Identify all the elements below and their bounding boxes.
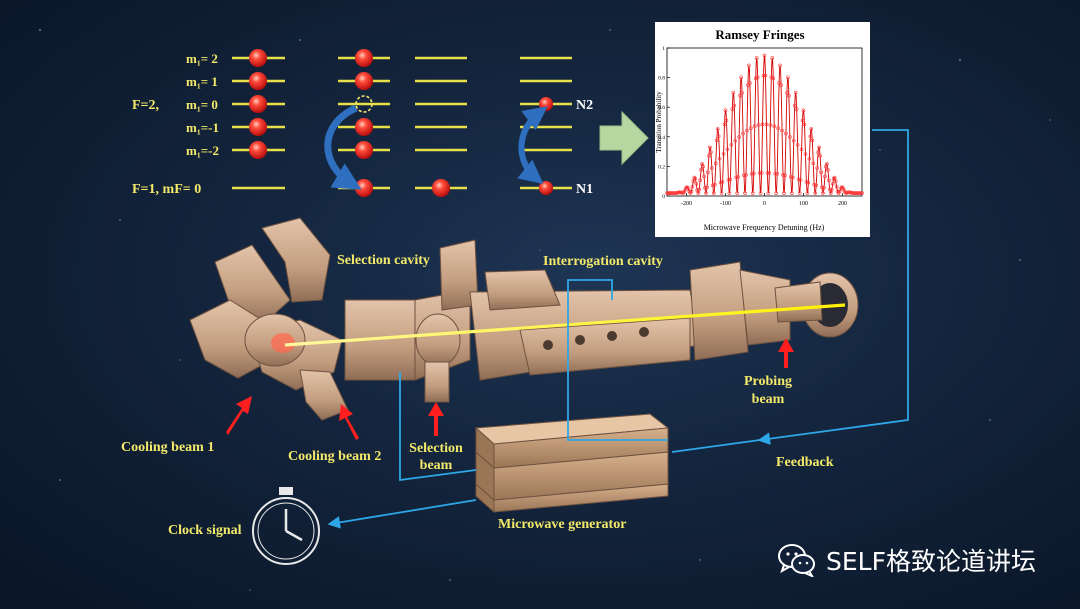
atom [539, 97, 553, 111]
x-tick-label: -100 [720, 201, 731, 207]
feedback-label: Feedback [776, 455, 834, 470]
atom [355, 72, 373, 90]
atom [432, 179, 450, 197]
probing-beam-arrow [778, 338, 794, 368]
y-tick-label: 0 [662, 194, 665, 200]
atom [249, 141, 267, 159]
atom [539, 181, 553, 195]
atom [355, 118, 373, 136]
n2-label: N2 [576, 98, 593, 113]
atom [355, 49, 373, 67]
atom [249, 118, 267, 136]
y-tick-label: 1 [662, 46, 665, 52]
x-tick-label: 100 [799, 201, 808, 207]
cooling-beam-2-arrow [339, 404, 359, 440]
atom [355, 179, 373, 197]
selection-cavity-label: Selection cavity [337, 253, 430, 268]
watermark: SELF格致论道讲坛 [778, 540, 1036, 580]
mf-label-2: m₁= 2 [186, 51, 218, 66]
fountain-clock-apparatus [190, 218, 858, 420]
atoms-column-1 [249, 49, 267, 159]
stopwatch-icon [253, 488, 319, 564]
f2-label: F=2, [132, 98, 159, 113]
mf-label-minus1: m₁=-1 [186, 120, 219, 135]
chart-title: Ramsey Fringes [715, 27, 804, 42]
atom [249, 95, 267, 113]
ramsey-fringes-chart: Ramsey Fringes -200-100010020000.20.40.6… [655, 22, 870, 237]
microwave-generator-label: Microwave generator [498, 517, 626, 532]
mf-label-0: m₁= 0 [186, 97, 218, 112]
x-tick-label: 0 [763, 201, 766, 207]
atom [249, 72, 267, 90]
transition-arrow-ramsey-back [521, 112, 540, 178]
wire-feedback-to-generator [672, 440, 760, 452]
cooling-beam-2-label: Cooling beam 2 [288, 449, 381, 464]
selection-beam-arrow [428, 402, 444, 436]
atoms-column-2 [355, 49, 373, 197]
cooling-beam-1-arrow [226, 396, 252, 435]
f1-label: F=1, mF= 0 [132, 182, 201, 197]
energy-level-diagram: m₁= 2 m₁= 1 m₁= 0 m₁=-1 m₁=-2 F=2, F=1, … [132, 49, 593, 197]
plot-area [667, 48, 862, 196]
selection-beam-label-line1: Selection [409, 441, 463, 456]
watermark-text: SELF格致论道讲坛 [826, 542, 1036, 578]
mf-label-minus2: m₁=-2 [186, 143, 219, 158]
transition-arrow-state-prep [328, 108, 356, 184]
mf-label-1: m₁= 1 [186, 74, 218, 89]
n1-label: N1 [576, 182, 593, 197]
cooling-beam-1-label: Cooling beam 1 [121, 440, 214, 455]
chart-xlabel: Microwave Frequency Detuning (Hz) [704, 223, 825, 232]
x-tick-label: 200 [838, 201, 847, 207]
selection-beam-label-line2: beam [420, 458, 453, 473]
x-tick-label: -200 [681, 201, 692, 207]
interrogation-cavity-label: Interrogation cavity [543, 254, 663, 269]
y-tick-label: 0.2 [658, 164, 665, 170]
microwave-generator [476, 414, 668, 512]
atom [355, 141, 373, 159]
wire-generator-to-clock [330, 500, 476, 524]
big-green-arrow [600, 112, 648, 164]
cooling-chamber [190, 218, 348, 420]
probing-beam-label-line2: beam [752, 392, 785, 407]
clock-signal-label: Clock signal [168, 523, 242, 538]
probing-beam-label-line1: Probing [744, 374, 792, 389]
levels-column-3 [415, 58, 467, 188]
wechat-icon [778, 543, 816, 577]
atom [249, 49, 267, 67]
chart-ylabel: Transition Probability [655, 91, 663, 153]
y-tick-label: 0.8 [658, 76, 665, 82]
